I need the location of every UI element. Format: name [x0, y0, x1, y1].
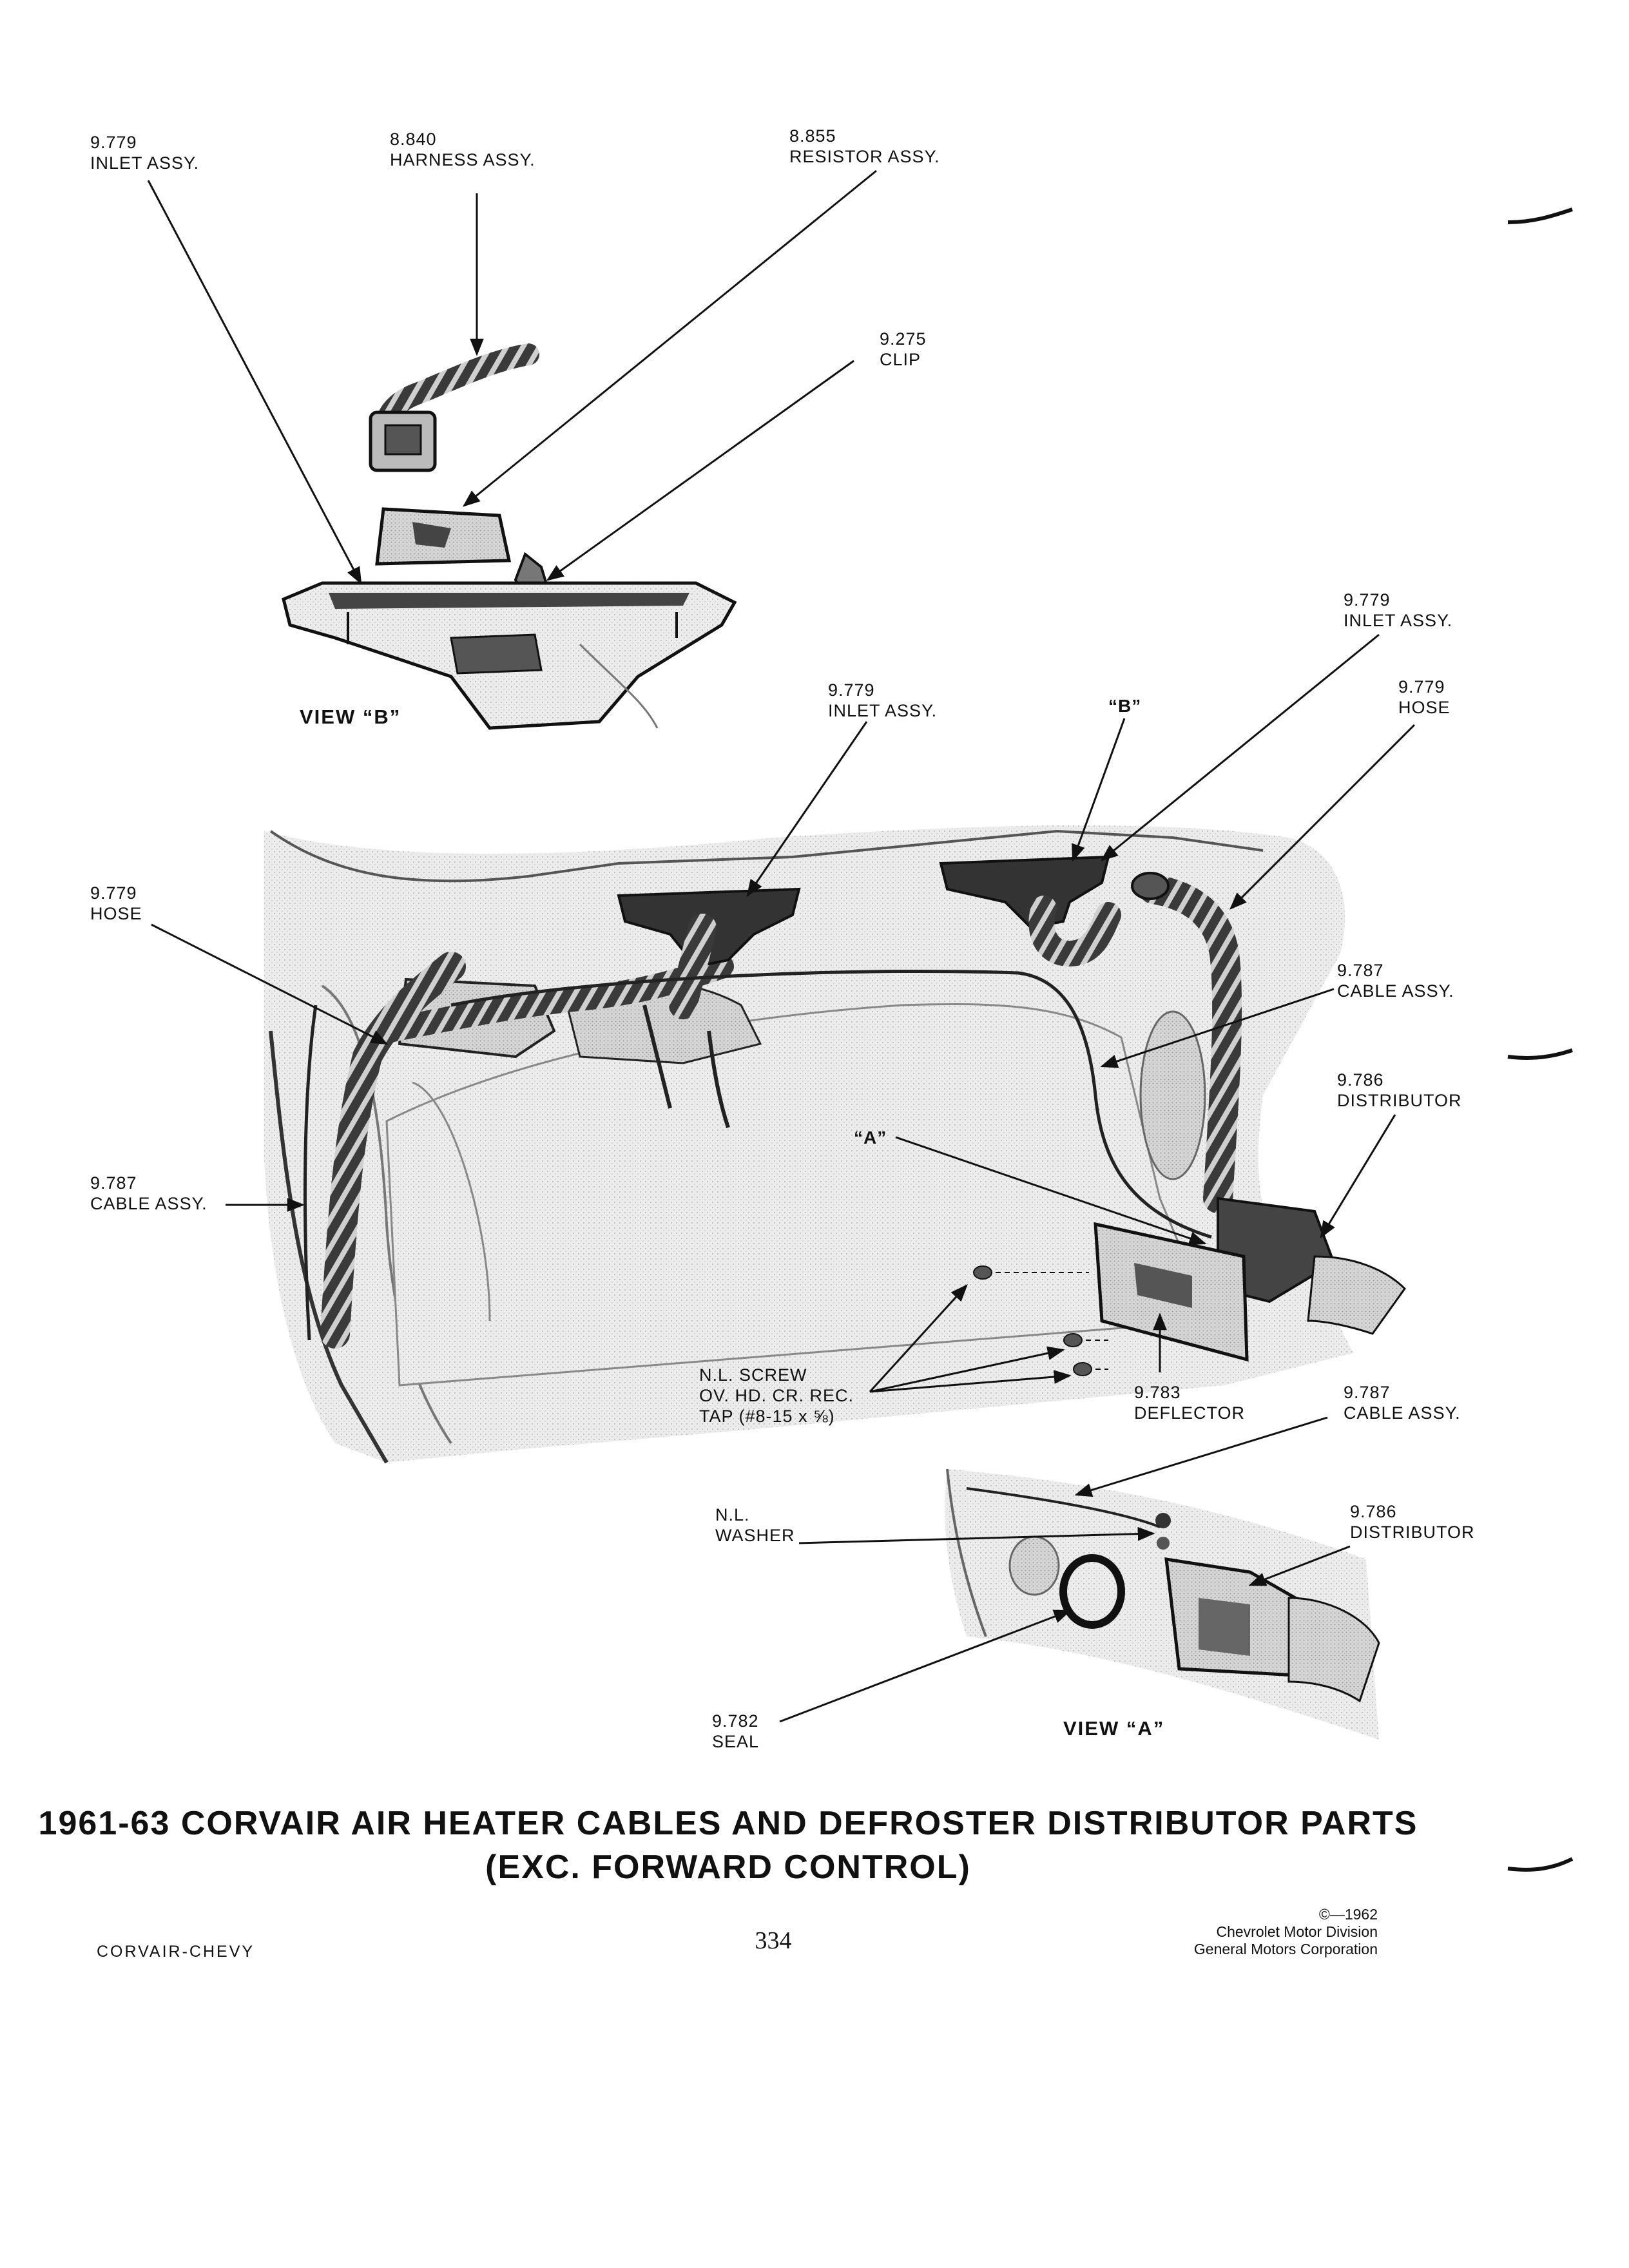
- view-a-illustration: [945, 1468, 1380, 1740]
- label-washer: N.L.WASHER: [715, 1505, 795, 1545]
- page-number: 334: [755, 1927, 792, 1954]
- leader-lines: [147, 169, 1416, 1723]
- page-title: 1961-63 CORVAIR AIR HEATER CABLES AND DE…: [38, 1805, 1418, 1842]
- page-edge-marks: [1507, 207, 1574, 1872]
- view-b-illustration: [282, 343, 737, 730]
- callout-a: “A”: [854, 1128, 887, 1148]
- copyright-notice: ©—1962 Chevrolet Motor Division General …: [1193, 1906, 1378, 1957]
- page-subtitle: (EXC. FORWARD CONTROL): [485, 1849, 971, 1886]
- view-a-label: VIEW “A”: [1063, 1717, 1165, 1740]
- callout-b: “B”: [1108, 696, 1142, 716]
- view-b-label: VIEW “B”: [300, 706, 401, 728]
- dashboard-illustration: [264, 825, 1406, 1464]
- footer-catalog-name: CORVAIR-CHEVY: [97, 1943, 255, 1961]
